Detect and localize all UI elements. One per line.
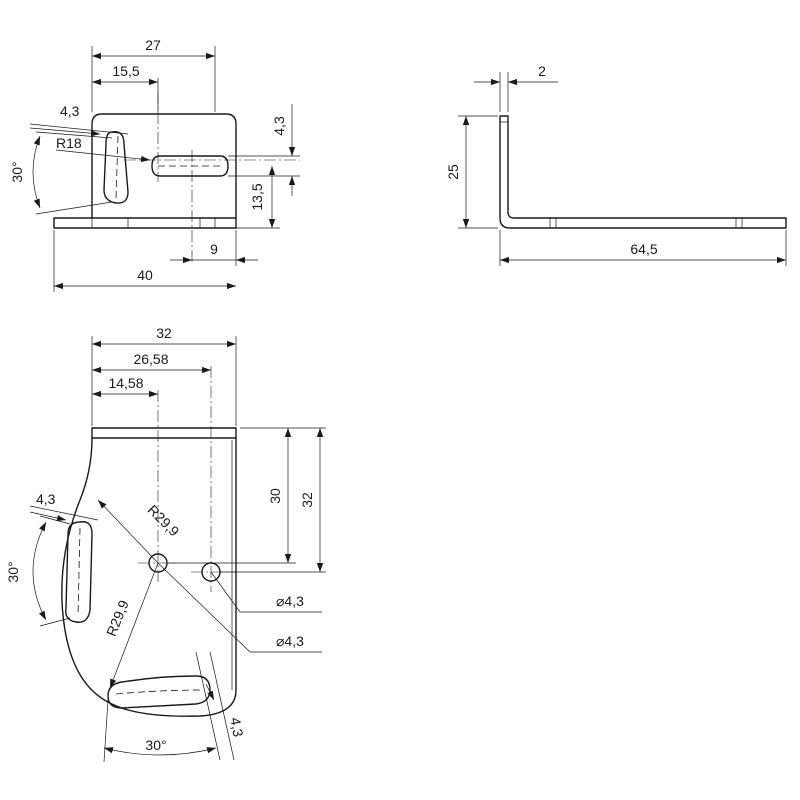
dim-13-5-label: 13,5 bbox=[249, 183, 265, 210]
dim-r18-label: R18 bbox=[56, 135, 82, 151]
dim-30-vertical-label: 30 bbox=[267, 488, 283, 504]
dim-15-5-label: 15,5 bbox=[112, 63, 139, 79]
dim-4-3-front-label: 4,3 bbox=[60, 103, 80, 119]
dim-4-3-bottom-slot-label: 4,3 bbox=[227, 716, 246, 738]
dim-32-height-label: 32 bbox=[299, 492, 315, 508]
dim-32-width-label: 32 bbox=[156, 325, 172, 341]
dim-30-left-label: 30° bbox=[5, 561, 21, 582]
side-view: 2 25 64,5 bbox=[445, 63, 787, 266]
dim-25-label: 25 bbox=[445, 164, 461, 180]
dim-9-label: 9 bbox=[210, 241, 218, 257]
dim-27-label: 27 bbox=[145, 37, 161, 53]
dim-4-3-right-label: 4,3 bbox=[271, 116, 287, 136]
dim-2-label: 2 bbox=[538, 63, 546, 79]
front-upright bbox=[91, 113, 237, 219]
dim-40-label: 40 bbox=[137, 267, 153, 283]
dim-r29-9-lower-label: R29,9 bbox=[103, 598, 132, 639]
dim-dia-4-3-hole2-label: ⌀4,3 bbox=[276, 593, 304, 609]
bottom-left-arc-slot bbox=[65, 521, 93, 623]
dim-30-bottom-label: 30° bbox=[145, 737, 166, 753]
dim-dia-4-3-hole1-label: ⌀4,3 bbox=[276, 633, 304, 649]
bottom-lower-arc-slot bbox=[107, 675, 211, 709]
front-view: 27 15,5 4,3 R18 30° 4,3 13,5 9 bbox=[9, 37, 300, 292]
dim-30-front-label: 30° bbox=[9, 161, 25, 182]
front-base-plate bbox=[53, 217, 237, 229]
front-arc-slot bbox=[103, 131, 129, 204]
dim-26-58-label: 26,58 bbox=[133, 351, 168, 367]
side-profile bbox=[499, 115, 787, 229]
bottom-flange bbox=[91, 427, 237, 439]
bottom-plate-outline bbox=[61, 437, 237, 717]
dim-4-3-left-slot-label: 4,3 bbox=[36, 491, 56, 507]
dim-r29-9-upper-label: R29,9 bbox=[145, 502, 183, 540]
dim-14-58-label: 14,58 bbox=[108, 375, 143, 391]
bottom-view: 32 26,58 14,58 30 32 4,3 30° R29,9 R29,9 bbox=[5, 325, 326, 763]
dim-64-5-label: 64,5 bbox=[630, 241, 657, 257]
